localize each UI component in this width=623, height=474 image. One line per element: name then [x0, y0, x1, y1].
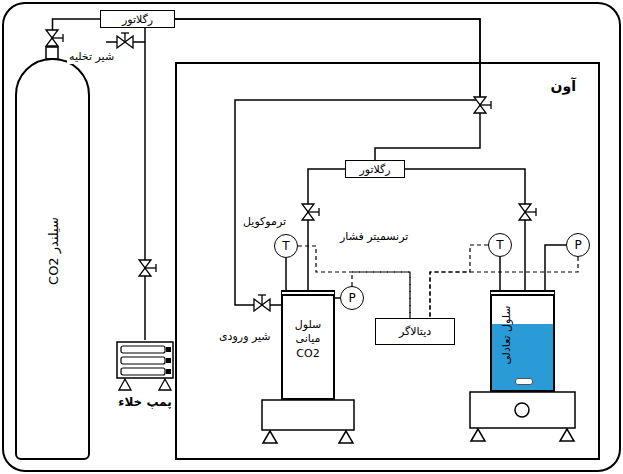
vacuum-pump-symbol: [115, 340, 175, 392]
stand-foot: [263, 431, 277, 443]
valve-symbol: [139, 260, 151, 268]
valve-handle: [124, 33, 125, 42]
datalogger-box: دیتالاگر: [375, 318, 455, 345]
vacuum-pump: پمپ خلاء: [115, 340, 175, 409]
pipe-line: [175, 19, 480, 160]
node-text: T: [282, 239, 289, 253]
node-text: رگلاتور: [122, 13, 153, 26]
valve-handle: [490, 101, 491, 109]
stir-bar: [515, 378, 533, 385]
valve-symbol: [139, 268, 151, 276]
pump-knob: [166, 358, 171, 363]
valve-symbol: [474, 97, 486, 105]
valve-handle: [121, 32, 129, 33]
node-text: سلول تعادلی: [500, 306, 513, 365]
valve-symbol: [519, 204, 531, 212]
pump-knob: [166, 369, 171, 374]
outer-frame: [3, 3, 620, 471]
region-label: آون: [551, 78, 576, 94]
node-text: T: [496, 238, 503, 252]
valve-symbol: [302, 212, 314, 220]
pump-foot: [119, 379, 131, 390]
valve-label: شیر تخلیه: [67, 50, 116, 64]
valve-handle: [480, 104, 491, 105]
node-text: سلول میانی CO2: [286, 318, 330, 361]
pump-slot: [121, 368, 165, 375]
co2-cylinder: سیلندر CO2: [15, 58, 90, 460]
valve-symbol: [46, 30, 58, 38]
node-text: P: [574, 238, 581, 252]
cell-stand: [262, 400, 354, 430]
valve-handle: [62, 34, 63, 42]
regulator-box: رگلاتور: [345, 160, 405, 178]
middle-cell: سلول میانی CO2: [281, 290, 335, 400]
pipe-line: [499, 257, 501, 290]
stand-foot: [339, 431, 353, 443]
pipe-line: [144, 28, 146, 340]
pipe-line: [545, 245, 566, 290]
valve-symbol: [254, 299, 262, 311]
node-text: P: [348, 291, 355, 305]
pressure-transmitter-circle: P: [566, 233, 590, 257]
valve-handle: [258, 294, 266, 295]
pump-foot: [159, 379, 171, 390]
signal-line: [430, 245, 488, 318]
valve-label: شیر ورودی: [217, 330, 273, 344]
valve-symbol: [302, 204, 314, 212]
valve-handle: [145, 267, 156, 268]
stand-foot: [560, 429, 574, 441]
stirrer-stand: [470, 392, 575, 428]
node-text: پمپ خلاء: [118, 395, 171, 409]
valve-handle: [308, 211, 319, 212]
node-text: سیلندر CO2: [45, 217, 60, 285]
thermocouple-circle: T: [274, 234, 298, 258]
valve-symbol: [117, 36, 125, 48]
node-text: رگلاتور: [359, 163, 390, 176]
regulator-box: رگلاتور: [100, 10, 175, 28]
valve-handle: [525, 211, 536, 212]
sensor-label: ترموکویل: [241, 215, 288, 229]
valve-symbol: [125, 36, 133, 48]
pump-slot: [121, 357, 165, 364]
valve-handle: [535, 208, 536, 216]
pressure-transmitter-circle: P: [340, 286, 364, 310]
equilibrium-cell: سلول تعادلی: [490, 290, 555, 392]
valve-symbol: [474, 105, 486, 113]
pump-slot: [121, 346, 165, 353]
valve-symbol: [262, 299, 270, 311]
valve-symbol: [519, 212, 531, 220]
pump-knob: [166, 347, 171, 352]
stirrer-knob: [515, 403, 529, 417]
sensor-label: ترنسمیتر فشار: [338, 230, 410, 244]
valve-handle: [155, 264, 156, 272]
oven-enclosure: آون رگلاتور T P سلول میانی CO2 دیتالاگر T P سلول…: [175, 62, 600, 460]
pump-body: [117, 342, 173, 378]
node-text: دیتالاگر: [399, 325, 431, 338]
thermocouple-circle: T: [488, 233, 512, 257]
valve-handle: [318, 208, 319, 216]
valve-symbol: [46, 38, 58, 46]
stand-foot: [471, 429, 485, 441]
pipe-line: [285, 258, 287, 290]
valve-handle: [52, 37, 63, 38]
valve-handle: [261, 295, 262, 305]
